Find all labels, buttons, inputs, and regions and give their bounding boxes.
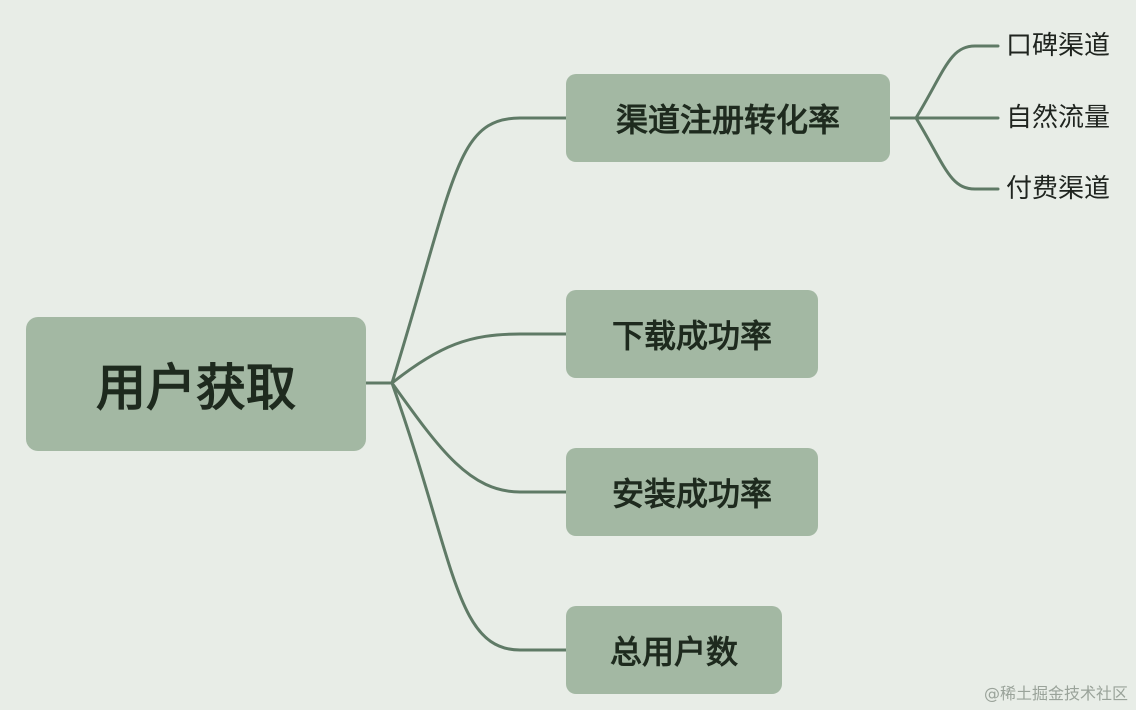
root-node[interactable]: 用户获取 <box>26 317 366 451</box>
branch-node-label: 总用户数 <box>609 633 738 671</box>
connector-branch-1-to-leaf-3 <box>914 116 1000 191</box>
branch-node-download-success[interactable]: 下载成功率 <box>566 290 818 378</box>
connector-root-to-branch-1 <box>390 116 568 385</box>
leaf-node-paid-channel[interactable]: 付费渠道 <box>1006 174 1111 204</box>
branch-node-label: 下载成功率 <box>611 317 772 355</box>
connector-root-to-branch-2 <box>390 332 568 385</box>
connector-root-to-branch-3 <box>390 381 568 494</box>
branch-node-total-users[interactable]: 总用户数 <box>566 606 782 694</box>
branch-node-registration-conversion[interactable]: 渠道注册转化率 <box>566 74 890 162</box>
watermark: @稀土掘金技术社区 <box>983 684 1128 703</box>
leaf-node-organic-traffic[interactable]: 自然流量 <box>1006 103 1111 133</box>
connector-branch-1-to-leaf-1 <box>914 44 1000 120</box>
branch-node-label: 渠道注册转化率 <box>615 101 840 139</box>
connector-root-to-branch-4 <box>390 381 568 652</box>
branch-node-install-success[interactable]: 安装成功率 <box>566 448 818 536</box>
branch-node-label: 安装成功率 <box>611 475 772 513</box>
root-node-label: 用户获取 <box>96 359 296 417</box>
leaf-node-word-of-mouth[interactable]: 口碑渠道 <box>1006 31 1111 61</box>
